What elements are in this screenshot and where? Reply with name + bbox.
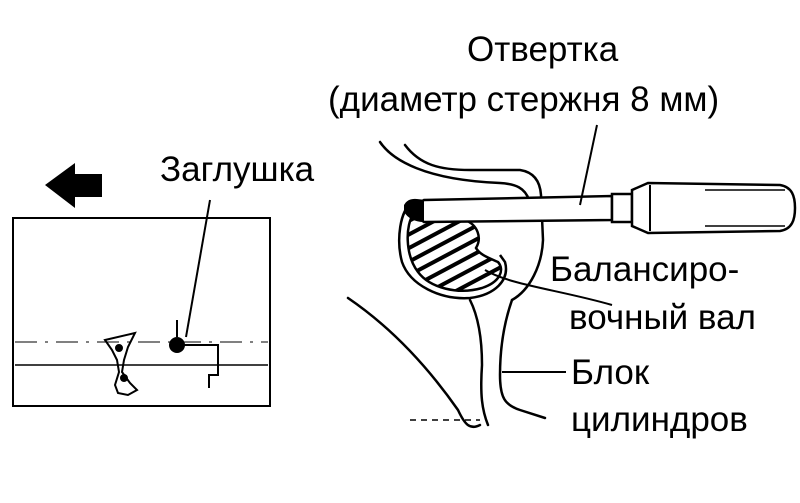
balance-shaft-bore bbox=[398, 201, 508, 300]
screwdriver-label-line1: Отвертка bbox=[467, 30, 619, 69]
balance-shaft-leader bbox=[484, 269, 613, 306]
plug-leader bbox=[185, 199, 211, 338]
block-label-line2: цилиндров bbox=[571, 400, 748, 439]
arrow-left-icon bbox=[45, 163, 102, 208]
block-label-line1: Блок bbox=[571, 353, 650, 392]
cylinder-block-section bbox=[346, 140, 547, 429]
screwdriver-leader bbox=[579, 124, 598, 206]
screwdriver-ferrule bbox=[610, 192, 634, 224]
screwdriver-label-line2: (диаметр стержня 8 мм) bbox=[328, 80, 720, 119]
plug-marker bbox=[169, 337, 185, 353]
balance-shaft-section bbox=[406, 211, 503, 292]
balance-shaft-label-line2: вочный вал bbox=[569, 298, 756, 337]
screwdriver-handle bbox=[630, 181, 797, 235]
passage-outline bbox=[183, 344, 219, 388]
plug-label: Заглушка bbox=[160, 150, 315, 189]
part-outline bbox=[103, 331, 139, 397]
balance-shaft-label-line1: Балансиро- bbox=[550, 250, 740, 289]
engine-block-side-view bbox=[12, 217, 271, 407]
screwdriver-tip bbox=[404, 198, 424, 222]
